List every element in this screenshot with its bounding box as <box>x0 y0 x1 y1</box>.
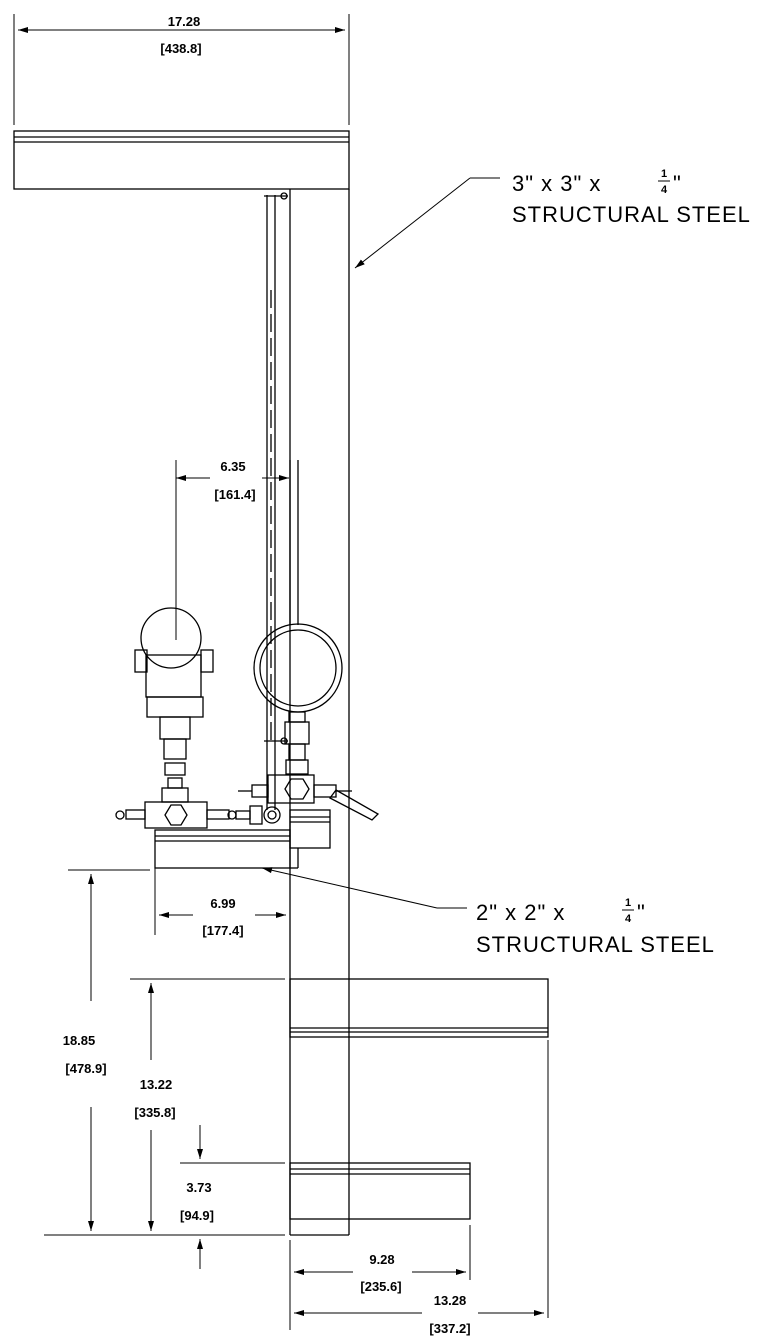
dim-top-width-value: 17.28 <box>168 14 201 29</box>
main-steel-size: 3" x 3" x <box>512 171 601 196</box>
small-steel-frac-den: 4 <box>625 913 632 925</box>
dimension-lines <box>13 14 549 1330</box>
small-steel-size: 2" x 2" x <box>476 900 565 925</box>
dim-upper-arm-height-metric: [335.8] <box>134 1105 175 1120</box>
callout-leaders <box>261 177 500 909</box>
dim-upper-arm-length-value: 13.28 <box>434 1293 467 1308</box>
dimension-labels: 17.28 [438.8] 6.35 [161.4] 6.99 [177.4] … <box>63 14 471 1336</box>
dim-lower-arm-length-metric: [235.6] <box>360 1279 401 1294</box>
dim-transmitter-offset-value: 6.35 <box>220 459 245 474</box>
main-steel-frac-tail: " <box>673 171 682 196</box>
main-steel-frac-num: 1 <box>661 168 667 180</box>
dim-overall-height-metric: [478.9] <box>65 1061 106 1076</box>
small-steel-frac-tail: " <box>637 900 646 925</box>
upper-steel-arm <box>289 978 549 1038</box>
pressure-gauge <box>238 623 380 824</box>
dim-overall-height-value: 18.85 <box>63 1033 96 1048</box>
top-steel-beam <box>13 130 350 190</box>
small-steel-material: STRUCTURAL STEEL <box>476 932 715 957</box>
dim-lower-arm-height-value: 3.73 <box>186 1180 211 1195</box>
small-steel-callout: 2" x 2" x 1 4 " STRUCTURAL STEEL <box>476 897 715 957</box>
dim-bracket-offset-metric: [177.4] <box>202 923 243 938</box>
lower-steel-arm <box>289 1162 471 1220</box>
dim-upper-arm-length-metric: [337.2] <box>429 1321 470 1336</box>
small-steel-frac-num: 1 <box>625 897 631 909</box>
dim-lower-arm-length-value: 9.28 <box>369 1252 394 1267</box>
dim-bracket-offset-value: 6.99 <box>210 896 235 911</box>
small-steel-bracket <box>154 809 331 869</box>
dim-transmitter-offset-metric: [161.4] <box>214 487 255 502</box>
dim-lower-arm-height-metric: [94.9] <box>180 1208 214 1223</box>
main-steel-frac-den: 4 <box>661 184 668 196</box>
pressure-transmitter <box>115 607 263 829</box>
dim-upper-arm-height-value: 13.22 <box>140 1077 173 1092</box>
instrument-tubing <box>264 192 299 810</box>
main-steel-callout: 3" x 3" x 1 4 " STRUCTURAL STEEL <box>512 168 751 227</box>
dim-top-width-metric: [438.8] <box>160 41 201 56</box>
main-steel-material: STRUCTURAL STEEL <box>512 202 751 227</box>
